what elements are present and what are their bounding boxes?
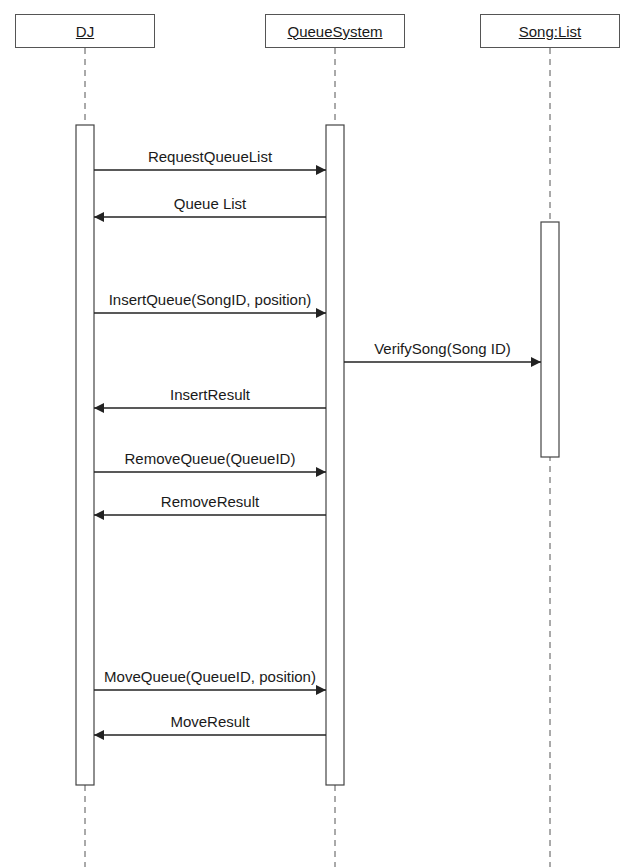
message-arrow xyxy=(94,216,326,217)
object-name: Song:List xyxy=(519,23,582,40)
message-label: InsertQueue(SongID, position) xyxy=(107,291,314,308)
message-arrow xyxy=(94,514,326,515)
message-arrow xyxy=(344,361,541,362)
lifeline-head: Song:List xyxy=(480,14,620,48)
message-label: RemoveResult xyxy=(159,493,261,510)
object-name: DJ xyxy=(76,23,94,40)
message-arrow xyxy=(94,407,326,408)
message-arrow xyxy=(94,471,326,472)
message-label: VerifySong(Song ID) xyxy=(372,340,513,357)
message-arrow xyxy=(94,312,326,313)
message-arrow xyxy=(94,734,326,735)
message-label: MoveResult xyxy=(168,713,251,730)
lifeline-head: DJ xyxy=(15,14,155,48)
message-arrow xyxy=(94,689,326,690)
activation-bar xyxy=(76,125,94,785)
activation-bar xyxy=(326,125,344,785)
message-label: Queue List xyxy=(172,195,249,212)
message-label: RequestQueueList xyxy=(146,148,274,165)
activation-bar xyxy=(541,222,559,457)
lifeline-head: QueueSystem xyxy=(265,14,405,48)
message-label: InsertResult xyxy=(168,386,252,403)
message-label: RemoveQueue(QueueID) xyxy=(123,450,298,467)
message-arrow xyxy=(94,169,326,170)
object-name: QueueSystem xyxy=(287,23,382,40)
message-label: MoveQueue(QueueID, position) xyxy=(102,668,318,685)
